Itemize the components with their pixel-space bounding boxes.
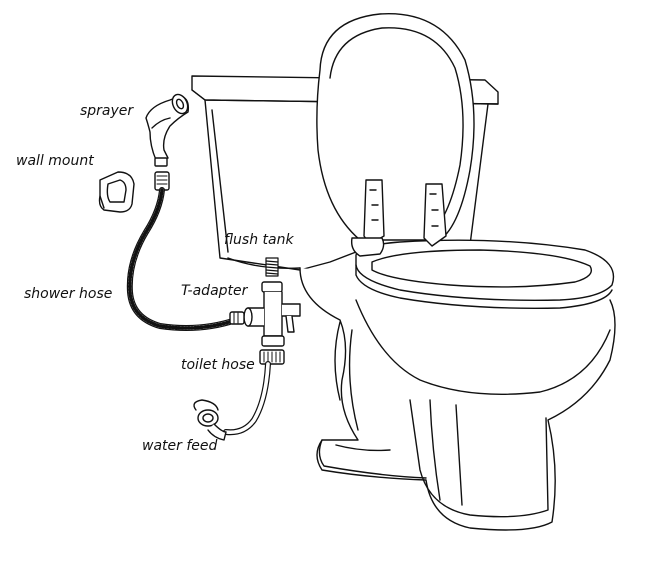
tank-valve-thread <box>265 257 279 277</box>
toilet-bowl-shape <box>299 267 616 531</box>
sprayer-shape <box>145 93 190 167</box>
label-shower-hose: shower hose <box>24 286 113 302</box>
toilet-seat-shape <box>316 13 615 309</box>
water-feed-valve-shape <box>193 399 227 441</box>
label-t-adapter: T-adapter <box>181 283 248 299</box>
label-water-feed: water feed <box>142 438 218 454</box>
label-flush-tank: flush tank <box>224 232 294 248</box>
toilet-hose-shape <box>223 349 285 436</box>
label-sprayer: sprayer <box>80 103 134 119</box>
shower-hose-shape <box>126 171 245 331</box>
t-adapter-shape <box>243 281 301 347</box>
label-wall-mount: wall mount <box>16 153 94 169</box>
label-toilet-hose: toilet hose <box>181 357 255 373</box>
wall-mount-shape <box>98 171 135 213</box>
